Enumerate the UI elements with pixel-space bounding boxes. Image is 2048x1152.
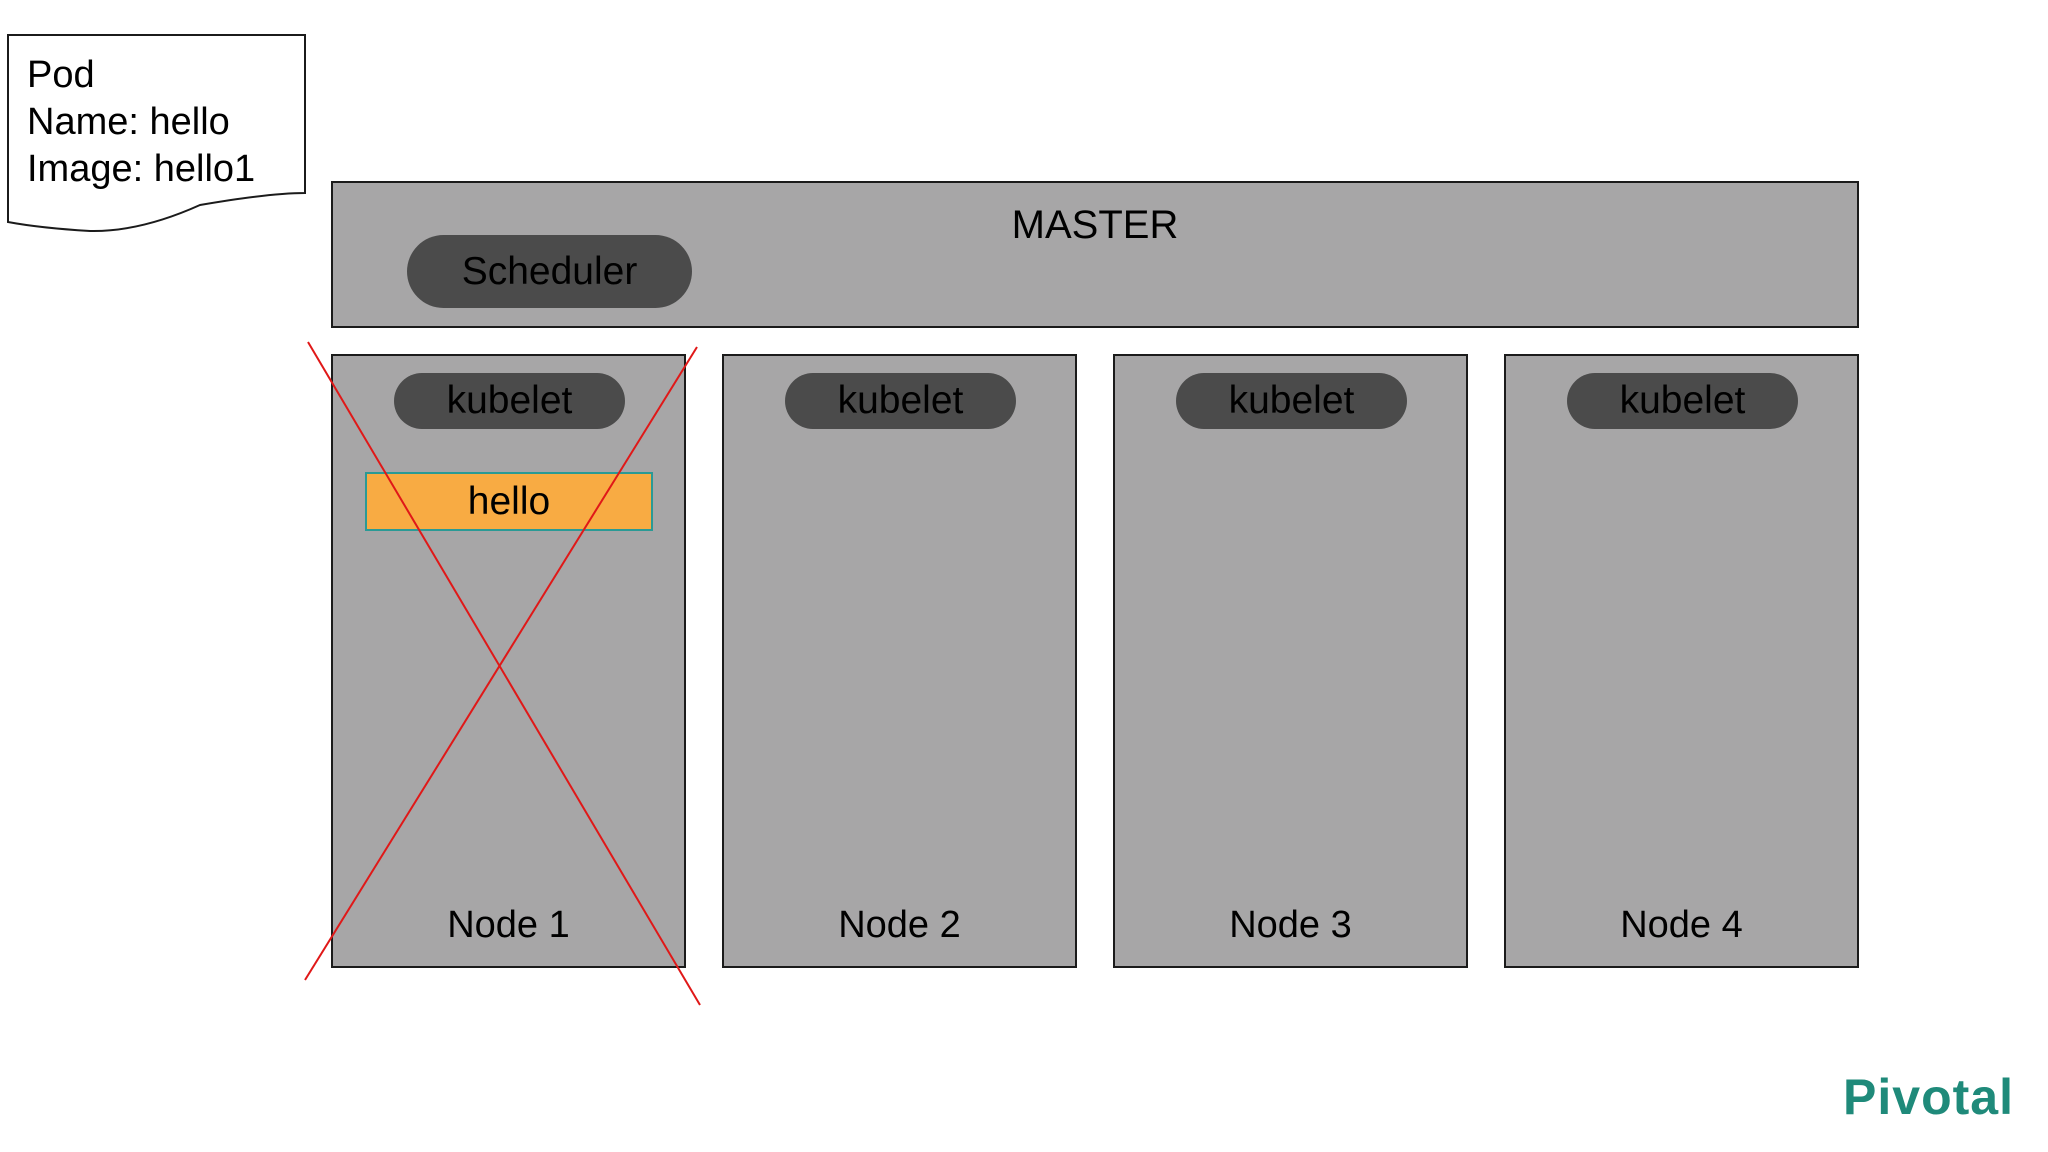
node-label: Node 1 <box>447 904 570 946</box>
node-4-box: kubelet Node 4 <box>1504 354 1859 968</box>
pod-spec-document <box>7 34 306 233</box>
node-label: Node 3 <box>1229 904 1352 946</box>
kubelet-pill: kubelet <box>1176 373 1407 429</box>
node-2-box: kubelet Node 2 <box>722 354 1077 968</box>
node-3-box: kubelet Node 3 <box>1113 354 1468 968</box>
kubelet-pill: kubelet <box>785 373 1016 429</box>
node-label: Node 4 <box>1620 904 1743 946</box>
pod-spec-text: Pod Name: hello Image: hello1 <box>27 52 255 193</box>
pod-spec-name: Name: hello <box>27 101 230 143</box>
master-box: MASTER Scheduler <box>331 181 1859 328</box>
node-label: Node 2 <box>838 904 961 946</box>
kubelet-pill: kubelet <box>394 373 625 429</box>
pod-hello: hello <box>365 472 653 531</box>
node-1-box: kubelet hello Node 1 <box>331 354 686 968</box>
master-label: MASTER <box>1011 203 1179 247</box>
scheduler-pill: Scheduler <box>407 235 692 308</box>
kubelet-pill: kubelet <box>1567 373 1798 429</box>
pivotal-logo: Pivotal <box>1843 1069 2014 1125</box>
pod-spec-image: Image: hello1 <box>27 148 256 190</box>
pod-spec-kind: Pod <box>27 54 95 96</box>
